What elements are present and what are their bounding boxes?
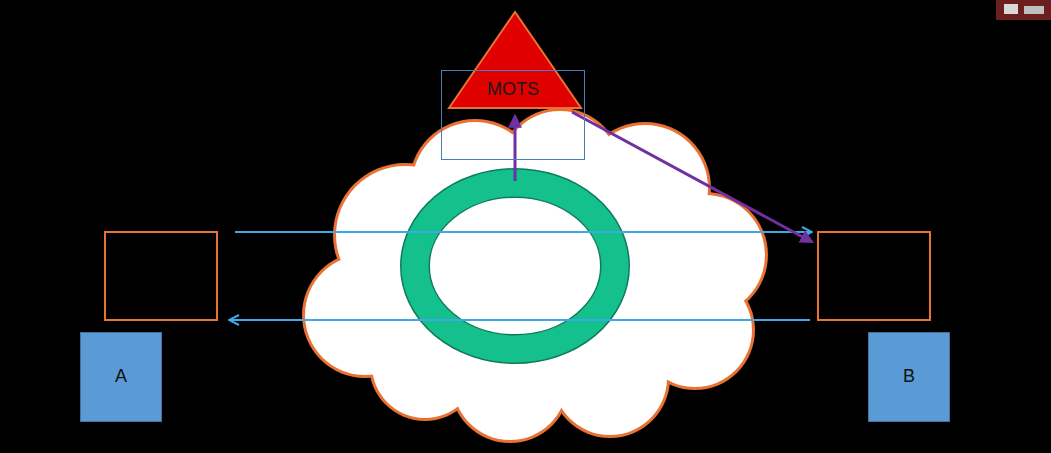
ring — [415, 183, 615, 349]
monitor-arrow — [514, 116, 517, 181]
ring-edge — [415, 183, 615, 349]
cloud-fill — [305, 111, 765, 440]
node-label: B — [903, 366, 915, 388]
thumbnail-part — [1024, 6, 1044, 14]
empty-box — [105, 232, 217, 320]
node-label: MOTS — [487, 79, 539, 101]
system-box: MOTS — [441, 70, 585, 160]
endpoint-box: A — [80, 332, 162, 422]
empty-box — [818, 232, 930, 320]
flow-arrow — [229, 319, 810, 321]
thumbnail-part — [1004, 4, 1018, 14]
cloud-outline — [302, 108, 768, 443]
thumbnail-bg — [996, 0, 1051, 20]
node-label: A — [115, 366, 127, 388]
monitor-arrow — [572, 112, 812, 242]
triangle — [449, 12, 581, 108]
flow-arrow — [235, 231, 812, 233]
corner-thumbnail — [996, 0, 1051, 20]
endpoint-box: B — [868, 332, 950, 422]
